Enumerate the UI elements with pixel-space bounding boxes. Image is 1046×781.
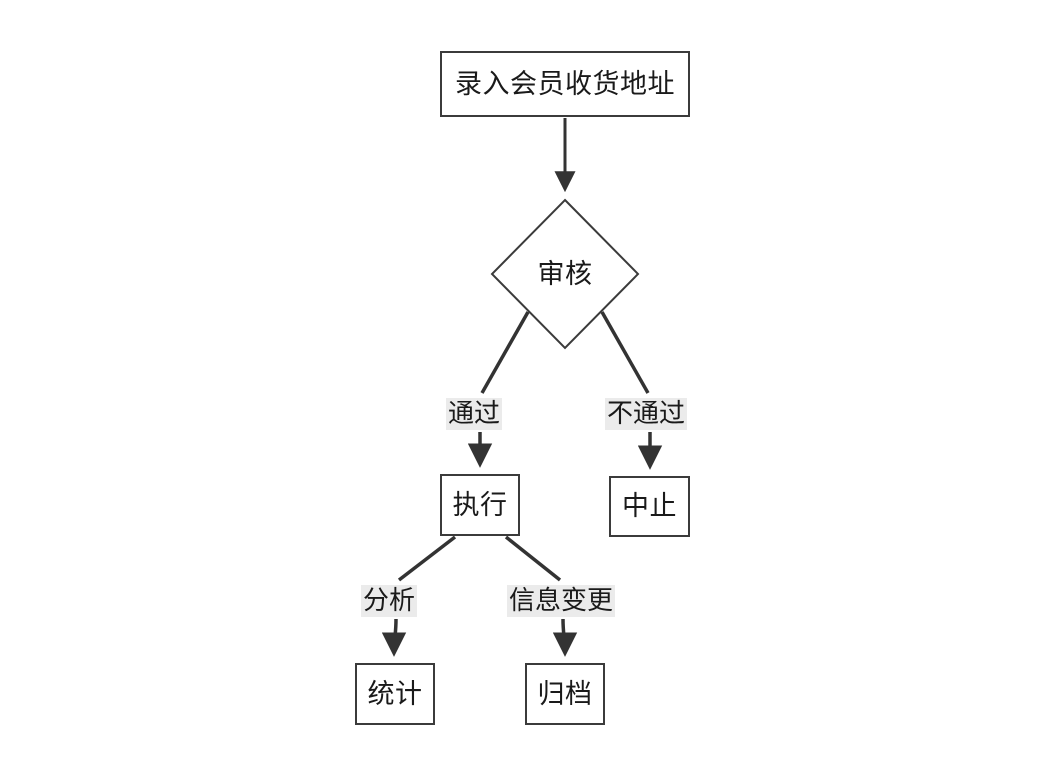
node-entry-label: 录入会员收货地址 — [455, 68, 675, 100]
node-execute[interactable]: 执行 — [440, 474, 520, 536]
node-abort-label: 中止 — [622, 491, 677, 522]
node-execute-label: 执行 — [452, 489, 508, 521]
edge-label-pass: 通过 — [446, 398, 503, 431]
node-review[interactable]: 审核 — [492, 200, 638, 348]
node-stats[interactable]: 统计 — [355, 663, 435, 725]
edge-label-info-change: 信息变更 — [507, 585, 616, 618]
node-entry[interactable]: 录入会员收货地址 — [440, 51, 690, 117]
node-review-diamond-shape — [490, 198, 640, 350]
edge-execute-to-stats — [381, 535, 457, 657]
edge-execute-to-archive — [504, 535, 578, 657]
edge-review-to-abort — [600, 311, 663, 470]
edge-review-to-execute — [467, 311, 530, 468]
node-stats-label: 统计 — [367, 678, 423, 710]
node-abort[interactable]: 中止 — [609, 476, 690, 537]
edge-label-fail: 不通过 — [605, 398, 688, 431]
node-archive-label: 归档 — [537, 678, 593, 710]
node-review-label: 审核 — [537, 258, 593, 290]
node-archive[interactable]: 归档 — [525, 663, 605, 725]
edge-label-analysis: 分析 — [361, 585, 418, 618]
